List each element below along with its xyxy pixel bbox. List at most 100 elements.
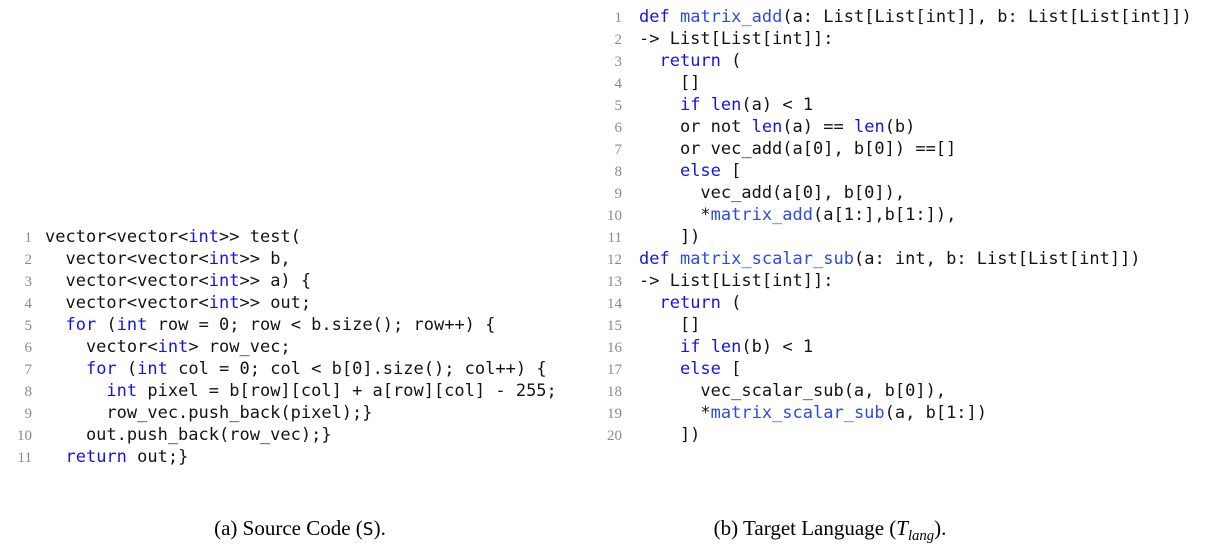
- code-text: def matrix_add(a: List[List[int]], b: Li…: [639, 7, 1192, 27]
- code-line: 19 *matrix_scalar_sub(a, b[1:]): [596, 402, 1192, 424]
- line-number: 10: [17, 428, 32, 444]
- code-line: 20 ]): [596, 424, 1192, 446]
- line-number: 5: [614, 98, 623, 114]
- code-line: 2 -> List[List[int]]:: [596, 28, 1192, 50]
- code-text: else [: [679, 161, 742, 181]
- code-line: 5 if len(a) < 1: [596, 94, 1192, 116]
- code-text: or not len(a) == len(b): [639, 117, 916, 137]
- code-line: 7 for (int col = 0; col < b[0].size(); c…: [8, 358, 557, 380]
- code-line: 9 row_vec.push_back(pixel);}: [8, 402, 557, 424]
- line-number: 2: [614, 32, 623, 48]
- code-text: return (: [659, 51, 742, 71]
- code-text: vec_scalar_sub(a, b[0]),: [639, 381, 947, 401]
- code-line: 9 vec_add(a[0], b[0]),: [596, 182, 1192, 204]
- code-text: vector<vector<int>> a) {: [45, 271, 312, 291]
- code-text: for (int row = 0; row < b.size(); row++)…: [65, 315, 496, 335]
- code-line: 10 *matrix_add(a[1:],b[1:]),: [596, 204, 1192, 226]
- line-number: 11: [17, 450, 32, 466]
- line-number: 17: [607, 362, 622, 378]
- code-text: -> List[List[int]]:: [639, 29, 834, 49]
- line-number: 19: [607, 406, 622, 422]
- caption-source-suffix: ).: [373, 516, 386, 540]
- code-text: -> List[List[int]]:: [639, 271, 834, 291]
- line-number: 8: [614, 164, 623, 180]
- code-text: return (: [659, 293, 742, 313]
- line-number: 6: [614, 120, 623, 136]
- code-text: ]): [639, 425, 701, 445]
- line-number: 14: [607, 296, 622, 312]
- caption-target-prefix: (b) Target Language (: [713, 516, 897, 540]
- code-text: vec_add(a[0], b[0]),: [639, 183, 906, 203]
- code-line: 18 vec_scalar_sub(a, b[0]),: [596, 380, 1192, 402]
- code-line: 17 else [: [596, 358, 1192, 380]
- code-line: 5 for (int row = 0; row < b.size(); row+…: [8, 314, 557, 336]
- line-number: 7: [24, 362, 33, 378]
- code-line: 6 or not len(a) == len(b): [596, 116, 1192, 138]
- line-number: 15: [607, 318, 622, 334]
- line-number: 9: [614, 186, 623, 202]
- code-line: 1 def matrix_add(a: List[List[int]], b: L…: [596, 6, 1192, 28]
- line-number: 10: [607, 208, 622, 224]
- line-number: 3: [24, 274, 33, 290]
- code-line: 11 return out;}: [8, 446, 557, 468]
- code-line: 10 out.push_back(row_vec);}: [8, 424, 557, 446]
- code-text: out.push_back(row_vec);}: [45, 425, 332, 445]
- code-line: 15 []: [596, 314, 1192, 336]
- code-line: 2 vector<vector<int>> b,: [8, 248, 557, 270]
- code-line: 3 vector<vector<int>> a) {: [8, 270, 557, 292]
- code-line: 11 ]): [596, 226, 1192, 248]
- code-text: []: [639, 73, 701, 93]
- line-number: 4: [614, 76, 623, 92]
- caption-target-symbol: T: [896, 516, 908, 540]
- code-text: vector<vector<int>> out;: [45, 293, 312, 313]
- code-text: *matrix_scalar_sub(a, b[1:]): [639, 403, 988, 423]
- code-line: 13 -> List[List[int]]:: [596, 270, 1192, 292]
- code-line: 8 int pixel = b[row][col] + a[row][col] …: [8, 380, 557, 402]
- line-number: 5: [24, 318, 33, 334]
- caption-target-suffix: ).: [934, 516, 947, 540]
- code-text: if len(a) < 1: [679, 95, 814, 115]
- line-number: 1: [24, 230, 33, 246]
- code-line: 1 vector<vector<int>> test(: [8, 226, 557, 248]
- line-number: 3: [614, 54, 623, 70]
- code-text: int pixel = b[row][col] + a[row][col] - …: [106, 381, 557, 401]
- caption-source: (a) Source Code (S).: [0, 516, 600, 541]
- code-line: 14 return (: [596, 292, 1192, 314]
- line-number: 18: [607, 384, 622, 400]
- line-number: 16: [607, 340, 622, 356]
- caption-source-symbol: S: [362, 519, 374, 540]
- code-text: def matrix_scalar_sub(a: int, b: List[Li…: [639, 249, 1141, 269]
- code-text: or vec_add(a[0], b[0]) ==[]: [639, 139, 957, 159]
- caption-target-symbol-subscript: lang: [907, 528, 935, 545]
- caption-target: (b) Target Language (Tlang).: [600, 516, 1060, 545]
- line-number: 6: [24, 340, 33, 356]
- code-text: ]): [639, 227, 701, 247]
- code-text: vector<vector<int>> b,: [45, 249, 291, 269]
- code-text: []: [639, 315, 701, 335]
- code-line: 4 vector<vector<int>> out;: [8, 292, 557, 314]
- code-text: if len(b) < 1: [679, 337, 814, 357]
- caption-source-prefix: (a) Source Code (: [214, 516, 363, 540]
- code-text: vector<int> row_vec;: [45, 337, 291, 357]
- code-text: row_vec.push_back(pixel);}: [45, 403, 373, 423]
- code-line: 3 return (: [596, 50, 1192, 72]
- code-text: else [: [679, 359, 742, 379]
- code-line: 6 vector<int> row_vec;: [8, 336, 557, 358]
- code-text: *matrix_add(a[1:],b[1:]),: [639, 205, 957, 225]
- code-line: 16 if len(b) < 1: [596, 336, 1192, 358]
- code-text: vector<vector<int>> test(: [45, 227, 301, 247]
- line-number: 9: [24, 406, 33, 422]
- line-number: 13: [607, 274, 622, 290]
- line-number: 2: [24, 252, 33, 268]
- line-number: 8: [24, 384, 33, 400]
- code-text: for (int col = 0; col < b[0].size(); col…: [85, 359, 547, 379]
- code-line: 8 else [: [596, 160, 1192, 182]
- code-line: 7 or vec_add(a[0], b[0]) ==[]: [596, 138, 1192, 160]
- target-code-panel: 1 def matrix_add(a: List[List[int]], b: L…: [596, 6, 1192, 446]
- line-number: 1: [614, 10, 623, 26]
- line-number: 12: [607, 252, 622, 268]
- code-line: 12 def matrix_scalar_sub(a: int, b: List[…: [596, 248, 1192, 270]
- code-text: return out;}: [65, 447, 189, 467]
